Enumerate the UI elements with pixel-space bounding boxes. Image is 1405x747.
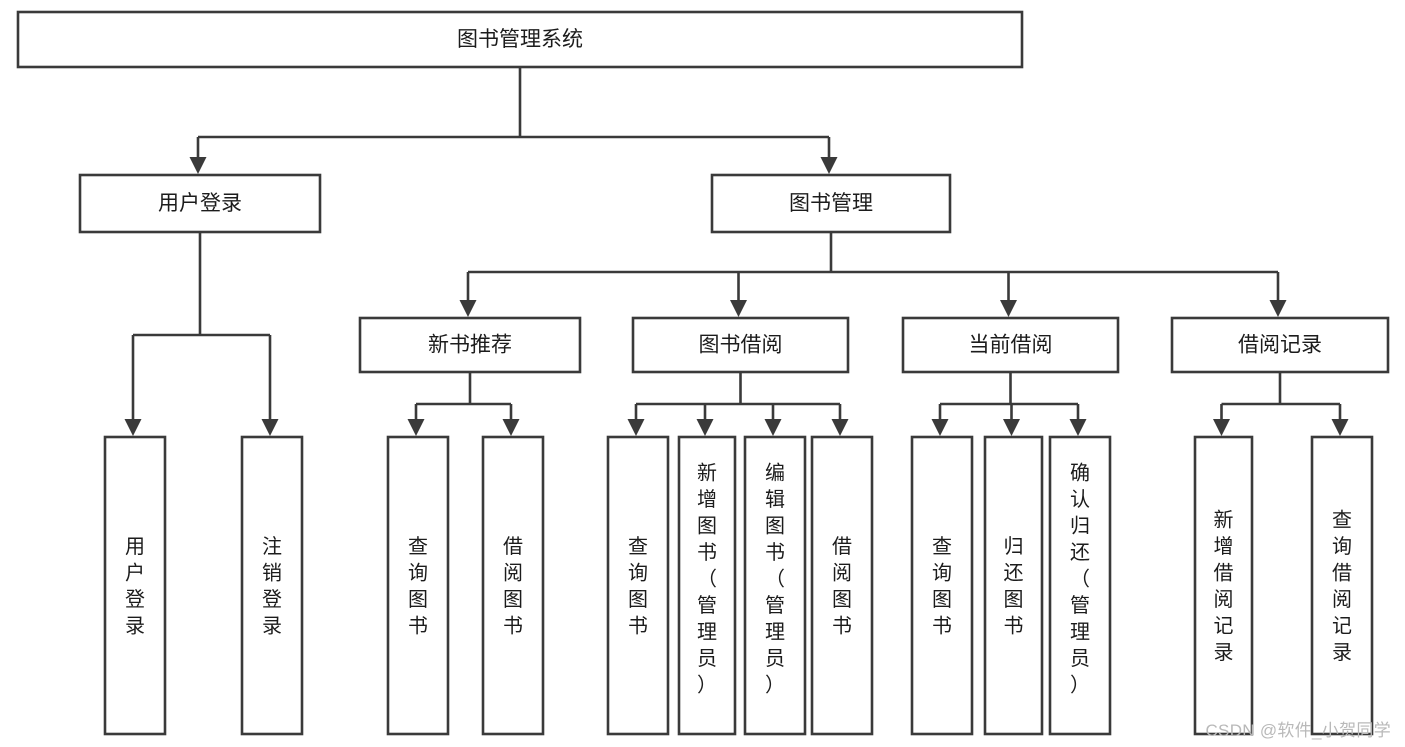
node-label-注销登录: 注销登录 — [262, 535, 282, 638]
node-label-借阅图书: 借阅图书 — [832, 535, 852, 638]
edge-借阅记录-1-arrowhead — [1331, 419, 1349, 436]
node-box-图书管理系统[interactable] — [16, 10, 1024, 69]
edge-用户登录-0-arrowhead — [124, 419, 142, 436]
node-用户登录[interactable]: 用户登录 — [78, 173, 322, 234]
node-确认归还管理员[interactable]: 确认归还（管理员） — [1048, 435, 1112, 736]
nodes-layer: 图书管理系统用户登录用户登录注销登录图书管理新书推荐查询图书借阅图书图书借阅查询… — [16, 10, 1390, 736]
node-label-图书管理: 图书管理 — [789, 192, 873, 215]
node-label-借阅记录: 借阅记录 — [1238, 334, 1322, 357]
node-图书管理系统[interactable]: 图书管理系统 — [16, 10, 1024, 69]
node-box-新书推荐[interactable] — [358, 316, 582, 374]
node-label-图书管理系统: 图书管理系统 — [457, 28, 583, 51]
node-box-用户登录[interactable] — [103, 435, 167, 736]
edge-图书管理-1-arrowhead — [730, 300, 747, 317]
node-box-新增图书管理员[interactable] — [677, 435, 737, 736]
node-label-新增借阅记录: 新增借阅记录 — [1214, 509, 1234, 665]
edge-图书管理系统-1-arrowhead — [820, 157, 838, 174]
node-查询图书[interactable]: 查询图书 — [910, 435, 974, 736]
node-box-借阅图书[interactable] — [810, 435, 874, 736]
node-借阅图书[interactable]: 借阅图书 — [481, 435, 545, 736]
node-当前借阅[interactable]: 当前借阅 — [901, 316, 1120, 374]
node-box-借阅记录[interactable] — [1170, 316, 1390, 374]
node-box-归还图书[interactable] — [983, 435, 1044, 736]
node-label-查询图书: 查询图书 — [932, 535, 952, 638]
node-box-确认归还管理员[interactable] — [1048, 435, 1112, 736]
node-box-新增借阅记录[interactable] — [1193, 435, 1254, 736]
node-借阅图书[interactable]: 借阅图书 — [810, 435, 874, 736]
connectors-layer — [124, 67, 1349, 436]
node-label-借阅图书: 借阅图书 — [503, 535, 523, 638]
edge-当前借阅-1-arrowhead — [1003, 419, 1020, 436]
node-box-用户登录[interactable] — [78, 173, 322, 234]
node-label-归还图书: 归还图书 — [1004, 535, 1024, 638]
node-box-查询图书[interactable] — [606, 435, 670, 736]
edge-用户登录-1-arrowhead — [261, 419, 279, 436]
node-box-注销登录[interactable] — [240, 435, 304, 736]
node-归还图书[interactable]: 归还图书 — [983, 435, 1044, 736]
node-label-用户登录: 用户登录 — [125, 536, 145, 638]
edge-图书管理-0-arrowhead — [459, 300, 477, 317]
node-box-图书借阅[interactable] — [631, 316, 850, 374]
node-label-编辑图书管理员: 编辑图书（管理员） — [765, 462, 785, 697]
node-借阅记录[interactable]: 借阅记录 — [1170, 316, 1390, 374]
node-编辑图书管理员[interactable]: 编辑图书（管理员） — [743, 435, 807, 736]
edge-新书推荐-0-arrowhead — [407, 419, 425, 436]
csdn-watermark: CSDN @软件_小贺同学 — [1205, 721, 1391, 740]
node-box-当前借阅[interactable] — [901, 316, 1120, 374]
edge-图书管理-2-arrowhead — [1000, 300, 1017, 317]
node-box-查询图书[interactable] — [386, 435, 450, 736]
node-label-当前借阅: 当前借阅 — [969, 334, 1053, 357]
node-label-查询图书: 查询图书 — [628, 535, 648, 638]
node-label-确认归还管理员: 确认归还（管理员） — [1070, 462, 1090, 697]
node-查询图书[interactable]: 查询图书 — [386, 435, 450, 736]
edge-当前借阅-2-arrowhead — [1069, 419, 1087, 436]
node-label-新书推荐: 新书推荐 — [428, 334, 512, 357]
node-box-编辑图书管理员[interactable] — [743, 435, 807, 736]
node-label-查询图书: 查询图书 — [408, 535, 428, 638]
edge-图书管理系统-0-arrowhead — [189, 157, 207, 174]
node-查询图书[interactable]: 查询图书 — [606, 435, 670, 736]
node-用户登录[interactable]: 用户登录 — [103, 435, 167, 736]
edge-新书推荐-1-arrowhead — [502, 419, 520, 436]
node-box-查询借阅记录[interactable] — [1310, 435, 1374, 736]
node-label-图书借阅: 图书借阅 — [699, 334, 783, 357]
node-box-查询图书[interactable] — [910, 435, 974, 736]
edge-图书借阅-0-arrowhead — [627, 419, 645, 436]
node-label-查询借阅记录: 查询借阅记录 — [1332, 509, 1352, 665]
node-box-借阅图书[interactable] — [481, 435, 545, 736]
node-新书推荐[interactable]: 新书推荐 — [358, 316, 582, 374]
edge-图书借阅-2-arrowhead — [764, 419, 782, 436]
edge-图书借阅-1-arrowhead — [696, 419, 714, 436]
edge-借阅记录-0-arrowhead — [1213, 419, 1230, 436]
edge-当前借阅-0-arrowhead — [931, 419, 949, 436]
node-新增借阅记录[interactable]: 新增借阅记录 — [1193, 435, 1254, 736]
node-box-图书管理[interactable] — [710, 173, 952, 234]
edge-图书管理-3-arrowhead — [1269, 300, 1287, 317]
node-label-用户登录: 用户登录 — [158, 192, 242, 215]
edge-图书借阅-3-arrowhead — [831, 419, 849, 436]
node-图书管理[interactable]: 图书管理 — [710, 173, 952, 234]
node-查询借阅记录[interactable]: 查询借阅记录 — [1310, 435, 1374, 736]
node-label-新增图书管理员: 新增图书（管理员） — [697, 462, 717, 697]
node-图书借阅[interactable]: 图书借阅 — [631, 316, 850, 374]
node-新增图书管理员[interactable]: 新增图书（管理员） — [677, 435, 737, 736]
node-注销登录[interactable]: 注销登录 — [240, 435, 304, 736]
